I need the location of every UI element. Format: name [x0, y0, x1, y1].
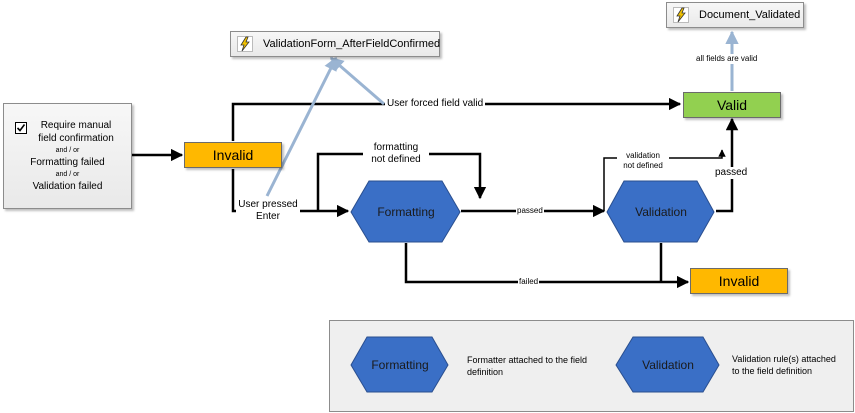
and-or-label: and / or: [55, 171, 80, 178]
edge-label-failed: failed: [518, 277, 540, 287]
legend-formatting-desc: Formatter attached to the field definiti…: [467, 354, 587, 378]
legend-validation-desc: Validation rule(s) attached to the field…: [732, 353, 836, 377]
checkbox-icon: [15, 121, 27, 139]
process-formatting: [350, 180, 461, 243]
checkbox-row: Require manual field confirmation: [15, 119, 120, 145]
lightning-icon: [237, 36, 253, 52]
edge-user-pressed: [231, 169, 350, 218]
edge-formatting-failed: [404, 243, 690, 289]
user-pressed-line-2: Enter: [256, 211, 280, 222]
conditions-box: Require manual field confirmation and / …: [3, 103, 132, 209]
legend-validation-desc-line-2: to the field definition: [732, 366, 813, 376]
legend-formatting-desc-line-2: definition: [467, 367, 504, 377]
edge-user-forced: [231, 97, 682, 141]
edge-label-user-forced: User forced field valid: [385, 98, 486, 110]
legend-validation-shape: [615, 336, 720, 393]
lightning-icon: [673, 7, 689, 23]
edge-label-user-pressed: User pressed Enter: [236, 199, 300, 223]
edge-label-validation-not-defined: validation not defined: [617, 151, 669, 171]
legend-formatting-desc-line-1: Formatter attached to the field: [467, 355, 588, 365]
event-document-validated: Document_Validated: [666, 2, 804, 28]
edge-validation-passed: [716, 117, 739, 213]
formatting-not-defined-line-2: not defined: [371, 154, 421, 165]
event-edge-user-forced: [329, 56, 385, 106]
state-invalid-left: Invalid: [184, 142, 282, 168]
legend-validation-label: Validation: [642, 358, 694, 372]
validation-not-defined-line-1: validation: [626, 151, 660, 160]
and-or-label: and / or: [55, 147, 80, 154]
user-pressed-line-1: User pressed: [238, 199, 298, 210]
legend-validation-desc-line-1: Validation rule(s) attached: [732, 354, 836, 364]
legend-formatting-label: Formatting: [371, 358, 429, 372]
edge-label-formatting-not-defined: formatting not defined: [363, 142, 429, 166]
process-validation: [606, 180, 715, 243]
validation-not-defined-line-2: not defined: [623, 161, 663, 170]
event-validation-form-after-field-confirmed: ValidationForm_AfterFieldConfirmed: [230, 31, 440, 57]
edge-label-passed-right: passed: [714, 167, 749, 179]
require-manual-confirmation-label: Require manual field confirmation: [38, 120, 114, 144]
state-invalid-right: Invalid: [690, 268, 788, 294]
event-label: ValidationForm_AfterFieldConfirmed: [263, 38, 441, 50]
edge-label-passed-mid: passed: [516, 206, 544, 216]
legend-formatting-shape: [350, 336, 449, 393]
state-valid: Valid: [683, 92, 781, 118]
event-label: Document_Validated: [699, 9, 801, 21]
validation-failed-label: Validation failed: [32, 181, 103, 192]
formatting-not-defined-line-1: formatting: [373, 142, 419, 153]
validation-label: Validation: [635, 205, 687, 219]
edge-label-all-fields-valid: all fields are valid: [695, 54, 759, 64]
formatting-failed-label: Formatting failed: [30, 157, 105, 168]
formatting-label: Formatting: [377, 205, 435, 219]
event-edge-user-pressed: [265, 56, 338, 197]
